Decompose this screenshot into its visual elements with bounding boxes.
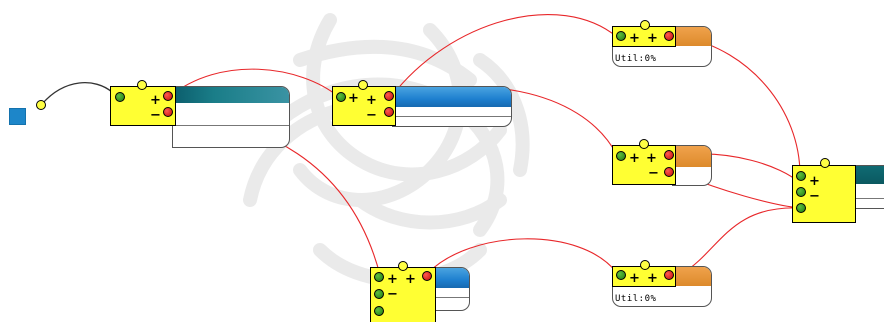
plus-sign: + xyxy=(366,93,377,108)
top-port[interactable] xyxy=(639,139,649,149)
input-port[interactable] xyxy=(374,289,384,299)
source-node[interactable] xyxy=(9,108,26,125)
input-port[interactable] xyxy=(374,306,384,316)
plus-sign: + xyxy=(629,31,640,46)
divider xyxy=(393,116,511,117)
input-port[interactable] xyxy=(115,92,125,102)
utilization-label: Util:0% xyxy=(615,294,657,304)
divider xyxy=(173,125,289,126)
divider xyxy=(433,297,469,298)
block-f-status-bar xyxy=(433,268,469,288)
block-e-status-bar xyxy=(853,166,884,184)
output-port-negative[interactable] xyxy=(664,167,674,177)
input-port[interactable] xyxy=(336,92,346,102)
utilization-label: Util:0% xyxy=(615,54,657,64)
minus-sign: − xyxy=(150,108,161,123)
top-port[interactable] xyxy=(358,80,368,90)
top-port[interactable] xyxy=(398,261,408,271)
connection-wire[interactable] xyxy=(682,207,801,274)
input-port[interactable] xyxy=(796,187,806,197)
block-d-panel xyxy=(672,145,712,186)
input-port[interactable] xyxy=(374,272,384,282)
plus-sign: + xyxy=(405,272,416,287)
plus-sign: + xyxy=(348,91,359,106)
plus-sign: + xyxy=(629,271,640,286)
input-port[interactable] xyxy=(796,203,806,213)
output-port-positive[interactable] xyxy=(664,31,674,41)
plus-sign: + xyxy=(809,174,820,189)
output-port-positive[interactable] xyxy=(664,270,674,280)
minus-sign: − xyxy=(648,166,659,181)
connection-wire[interactable] xyxy=(390,14,618,98)
block-b-status-bar xyxy=(393,87,511,107)
top-port[interactable] xyxy=(820,158,830,168)
output-port-positive[interactable] xyxy=(384,91,394,101)
top-port[interactable] xyxy=(640,20,650,30)
input-port[interactable] xyxy=(616,270,626,280)
block-a-panel xyxy=(172,86,290,148)
plus-sign: + xyxy=(646,151,657,166)
output-port-positive[interactable] xyxy=(163,91,173,101)
block-a-status-bar xyxy=(173,87,289,103)
minus-sign: − xyxy=(387,287,398,302)
block-d-status-bar xyxy=(673,146,711,167)
block-e-panel xyxy=(852,165,884,209)
minus-sign: − xyxy=(366,108,377,123)
input-port[interactable] xyxy=(796,171,806,181)
output-port-positive[interactable] xyxy=(664,150,674,160)
source-connector[interactable] xyxy=(36,100,46,110)
plus-sign: + xyxy=(647,31,658,46)
block-g-status-bar xyxy=(675,267,711,286)
plus-sign: + xyxy=(387,272,398,287)
connection-wire[interactable] xyxy=(168,68,340,98)
block-c-status-bar xyxy=(675,27,711,46)
top-port[interactable] xyxy=(640,260,650,270)
block-f-panel xyxy=(432,267,470,311)
block-b-panel xyxy=(392,86,512,127)
output-port-negative[interactable] xyxy=(163,107,173,117)
lead-wire xyxy=(41,82,113,105)
input-port[interactable] xyxy=(616,31,626,41)
divider xyxy=(853,198,884,199)
connection-wire[interactable] xyxy=(427,238,618,274)
plus-sign: + xyxy=(647,271,658,286)
plus-sign: + xyxy=(629,151,640,166)
output-port-positive[interactable] xyxy=(422,271,432,281)
top-port[interactable] xyxy=(137,80,147,90)
plus-sign: + xyxy=(150,93,161,108)
input-port[interactable] xyxy=(616,151,626,161)
output-port-negative[interactable] xyxy=(384,107,394,117)
minus-sign: − xyxy=(809,189,820,204)
